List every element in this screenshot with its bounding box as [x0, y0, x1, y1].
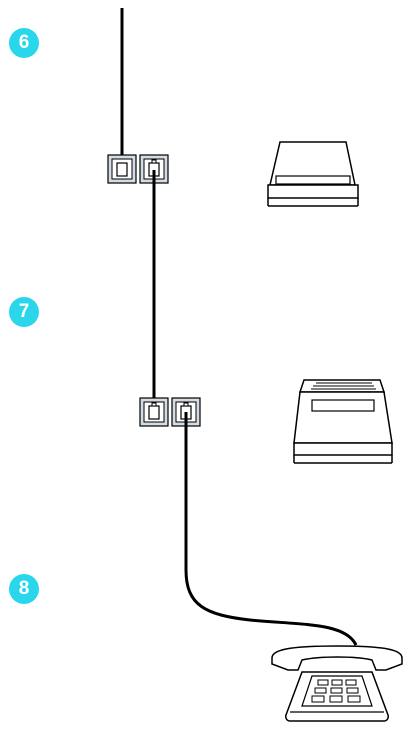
step-8-badge: 8 [9, 574, 39, 604]
wall-jack-icon [107, 154, 137, 184]
fax-machine-icon [293, 379, 393, 464]
step-6-badge: 6 [9, 28, 39, 58]
telephone-icon [271, 645, 403, 722]
telephone-cable [184, 412, 358, 646]
wall-jack-icon [139, 397, 169, 427]
step-7-badge: 7 [9, 297, 39, 327]
step-7-number: 7 [18, 301, 30, 322]
answering-machine-icon [267, 141, 359, 207]
step-8-number: 8 [18, 578, 30, 599]
step-6-number: 6 [18, 32, 30, 53]
